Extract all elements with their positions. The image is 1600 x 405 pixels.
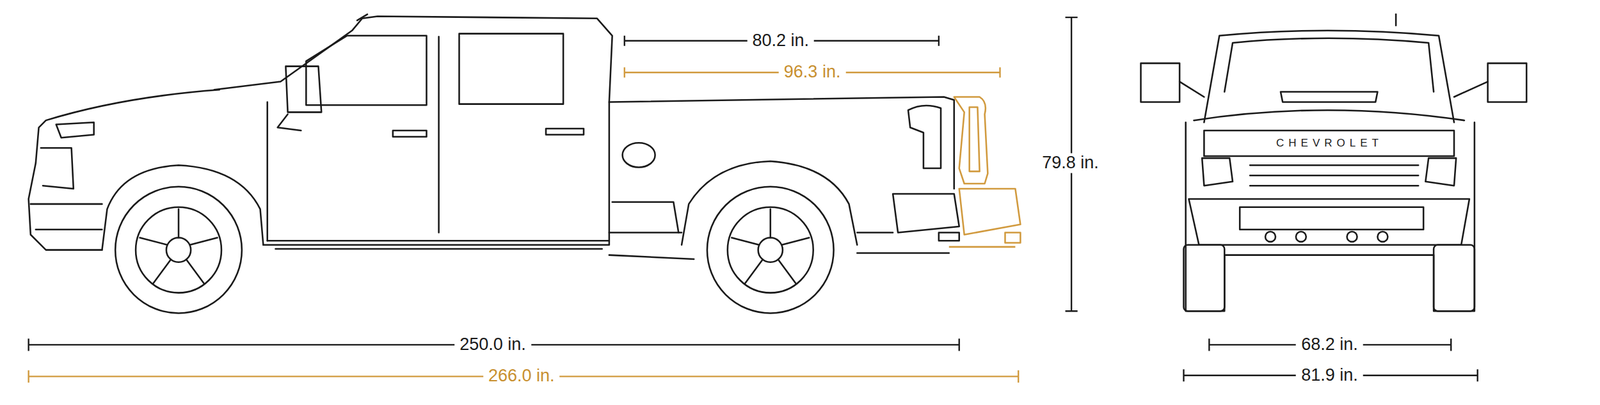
- side-view: [28, 14, 960, 313]
- extended-tailgate: [949, 96, 1021, 247]
- extended-length-dimension: 266.0 in.: [483, 366, 560, 387]
- extended-bed-dimension: 96.3 in.: [778, 62, 847, 83]
- width-dimension: 81.9 in.: [1296, 365, 1364, 386]
- height-dimension: 79.8 in.: [1036, 153, 1104, 174]
- front-view: [1141, 14, 1528, 312]
- grille-badge: CHEVROLET: [1271, 136, 1389, 150]
- track-width-dimension: 68.2 in.: [1296, 334, 1364, 355]
- length-dimension: 250.0 in.: [454, 334, 532, 355]
- dimension-lines: [28, 17, 1478, 383]
- bed-length-dimension: 80.2 in.: [746, 30, 815, 51]
